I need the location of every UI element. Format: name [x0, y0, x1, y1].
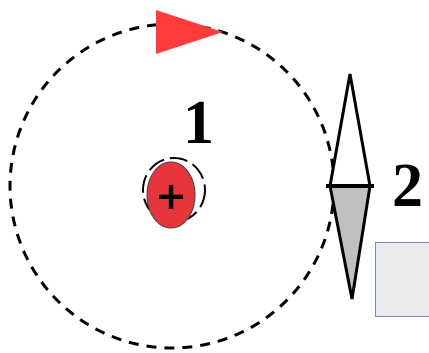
side-panel-box — [375, 242, 429, 317]
needle-bottom-half — [330, 186, 370, 299]
region-2-label: 2 — [392, 152, 423, 220]
region-1-label: 1 — [183, 89, 214, 157]
triangle-right-icon — [156, 10, 223, 54]
needle-top-half — [330, 74, 370, 186]
positive-charge-icon: + — [143, 158, 205, 228]
compass-needle-icon — [326, 74, 374, 299]
charge-sign: + — [155, 174, 187, 218]
